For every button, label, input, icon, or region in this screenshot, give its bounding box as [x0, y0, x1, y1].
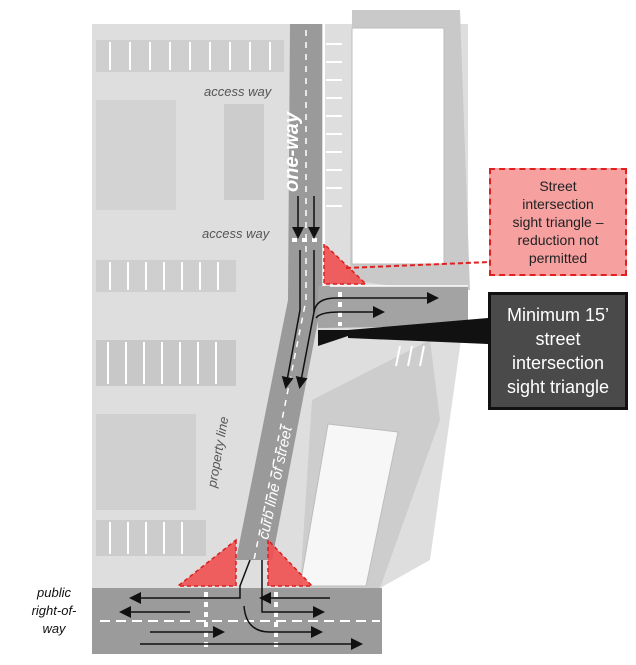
parking-block — [96, 414, 196, 510]
leader-street-sight — [345, 261, 491, 269]
sight-triangle-lower-left — [175, 538, 237, 587]
street-centerline — [253, 30, 307, 561]
traffic-arrows — [119, 196, 439, 650]
leader-minimum-sight — [348, 318, 488, 344]
parking-stalls — [107, 42, 425, 554]
access-way-label-mid: access way — [202, 226, 271, 241]
parking-block — [96, 260, 236, 292]
parking-block — [224, 104, 264, 200]
right-building — [351, 27, 445, 265]
access-way-label-top: access way — [204, 84, 273, 99]
one-way-label: one-way — [281, 111, 303, 192]
street-sight-triangle-callout: Street intersection sight triangle – red… — [489, 168, 627, 276]
lower-building — [299, 423, 399, 587]
parking-block — [96, 100, 176, 210]
parking-block — [96, 340, 236, 386]
crosswalks — [204, 238, 342, 652]
parking-block — [96, 520, 206, 556]
sight-triangle-lower-right — [267, 538, 314, 587]
sight-triangle-upper — [323, 242, 368, 285]
one-way-street — [236, 24, 322, 560]
public-right-of-way-label: public right-of- way — [31, 585, 77, 636]
minimum-sight-triangle-callout: Minimum 15’ street intersection sight tr… — [488, 292, 628, 410]
